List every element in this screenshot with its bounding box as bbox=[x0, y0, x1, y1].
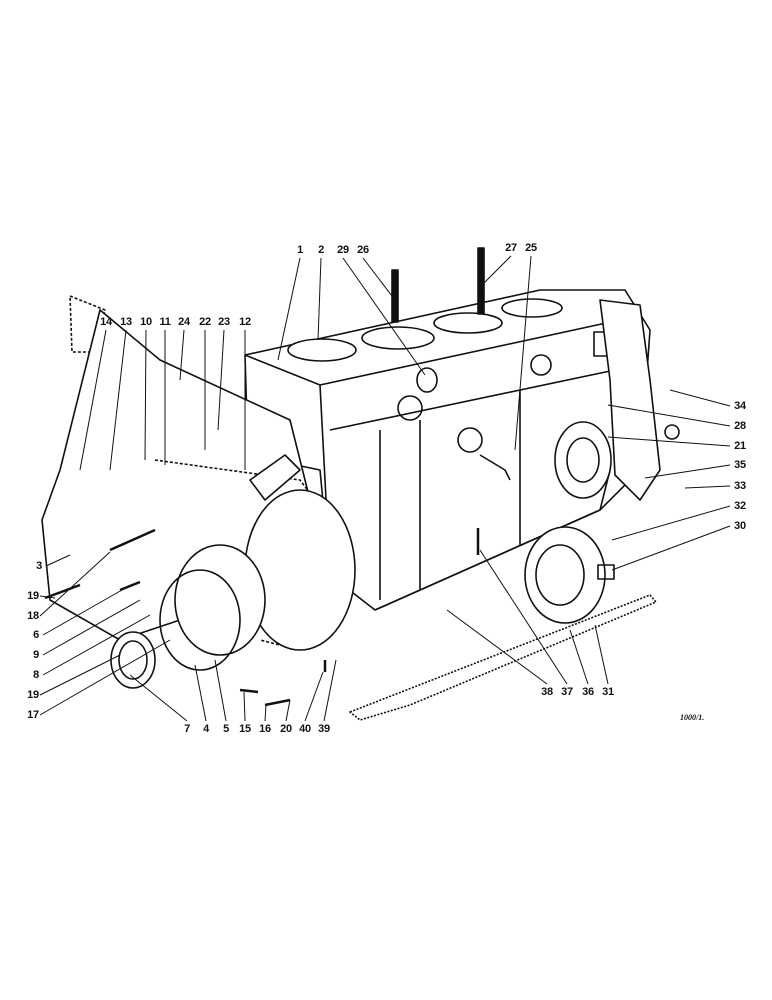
callout-bottom-right-0: 38 bbox=[541, 686, 553, 698]
callout-right-6: 30 bbox=[734, 520, 746, 532]
callout-right-0: 34 bbox=[734, 400, 746, 412]
leader-line bbox=[607, 436, 731, 447]
callout-top-1: 2 bbox=[318, 244, 324, 256]
leader-line bbox=[611, 505, 731, 541]
callout-bottom-2: 5 bbox=[223, 723, 229, 735]
leader-line bbox=[109, 329, 127, 471]
callout-left-0: 3 bbox=[36, 560, 42, 572]
callout-left-3: 6 bbox=[33, 629, 39, 641]
leader-line bbox=[243, 691, 246, 722]
leader-line bbox=[42, 614, 151, 676]
callout-bottom-right-1: 37 bbox=[561, 686, 573, 698]
leader-line bbox=[669, 389, 731, 407]
callout-upper-left-7: 12 bbox=[239, 316, 251, 328]
callout-top-2: 29 bbox=[337, 244, 349, 256]
callout-top-3: 26 bbox=[357, 244, 369, 256]
cylinder-head-studs bbox=[391, 247, 485, 323]
callout-bottom-1: 4 bbox=[203, 723, 209, 735]
callout-upper-left-1: 13 bbox=[120, 316, 132, 328]
leader-line bbox=[684, 485, 731, 489]
leader-line bbox=[214, 659, 227, 722]
leader-lines bbox=[39, 255, 731, 722]
leader-line bbox=[39, 551, 111, 617]
callout-bottom-right-3: 31 bbox=[602, 686, 614, 698]
leader-line bbox=[323, 659, 337, 722]
callout-right-1: 28 bbox=[734, 420, 746, 432]
leader-line bbox=[611, 525, 731, 571]
leader-line bbox=[179, 329, 185, 381]
leader-line bbox=[217, 329, 225, 431]
leader-line bbox=[607, 404, 731, 427]
callout-bottom-right-2: 36 bbox=[582, 686, 594, 698]
leader-line bbox=[481, 255, 512, 286]
leader-line bbox=[479, 549, 568, 685]
callout-bottom-6: 40 bbox=[299, 723, 311, 735]
callout-upper-left-0: 14 bbox=[100, 316, 112, 328]
callout-right-5: 32 bbox=[734, 500, 746, 512]
callout-bottom-7: 39 bbox=[318, 723, 330, 735]
callout-left-1: 19 bbox=[27, 590, 39, 602]
callout-left-4: 9 bbox=[33, 649, 39, 661]
drawing-reference-number: 1000/1. bbox=[680, 713, 705, 722]
callout-top-5: 25 bbox=[525, 242, 537, 254]
callout-upper-left-4: 24 bbox=[178, 316, 190, 328]
callout-right-4: 33 bbox=[734, 480, 746, 492]
leader-line bbox=[342, 257, 426, 376]
callout-left-6: 19 bbox=[27, 689, 39, 701]
callout-left-5: 8 bbox=[33, 669, 39, 681]
leader-line bbox=[129, 674, 188, 722]
bolts bbox=[44, 528, 480, 707]
callout-top-4: 27 bbox=[505, 242, 517, 254]
leader-line bbox=[144, 329, 147, 461]
leader-line bbox=[79, 329, 107, 471]
callout-bottom-5: 20 bbox=[280, 723, 292, 735]
callout-right-2: 21 bbox=[734, 440, 746, 452]
leader-line bbox=[446, 609, 548, 685]
leader-line bbox=[594, 624, 609, 685]
callout-upper-left-5: 22 bbox=[199, 316, 211, 328]
callout-bottom-0: 7 bbox=[184, 723, 190, 735]
callout-right-3: 35 bbox=[734, 459, 746, 471]
leader-line bbox=[285, 699, 291, 722]
callout-top-0: 1 bbox=[297, 244, 303, 256]
timing-cover bbox=[41, 295, 356, 689]
callout-left-2: 18 bbox=[27, 610, 39, 622]
leader-line bbox=[644, 464, 731, 479]
leader-line bbox=[45, 554, 71, 567]
rear-seal-housing bbox=[524, 526, 615, 624]
leader-line bbox=[194, 664, 207, 722]
leader-line bbox=[39, 595, 56, 599]
leader-line bbox=[39, 654, 121, 696]
leader-line bbox=[514, 255, 532, 451]
sump-gasket bbox=[349, 594, 657, 721]
callout-bottom-4: 16 bbox=[259, 723, 271, 735]
callout-left-7: 17 bbox=[27, 709, 39, 721]
leader-line bbox=[42, 589, 123, 636]
leader-line bbox=[317, 257, 322, 341]
rear-plate bbox=[554, 299, 680, 501]
callout-upper-left-2: 10 bbox=[140, 316, 152, 328]
leader-line bbox=[362, 257, 396, 301]
leader-line bbox=[569, 629, 589, 685]
leader-line bbox=[304, 671, 324, 722]
callout-upper-left-6: 23 bbox=[218, 316, 230, 328]
leader-line bbox=[39, 639, 171, 716]
leader-line bbox=[277, 257, 301, 361]
leader-line bbox=[264, 704, 267, 722]
callout-upper-left-3: 11 bbox=[159, 316, 171, 328]
callout-bottom-3: 15 bbox=[239, 723, 251, 735]
leader-line bbox=[42, 599, 141, 656]
